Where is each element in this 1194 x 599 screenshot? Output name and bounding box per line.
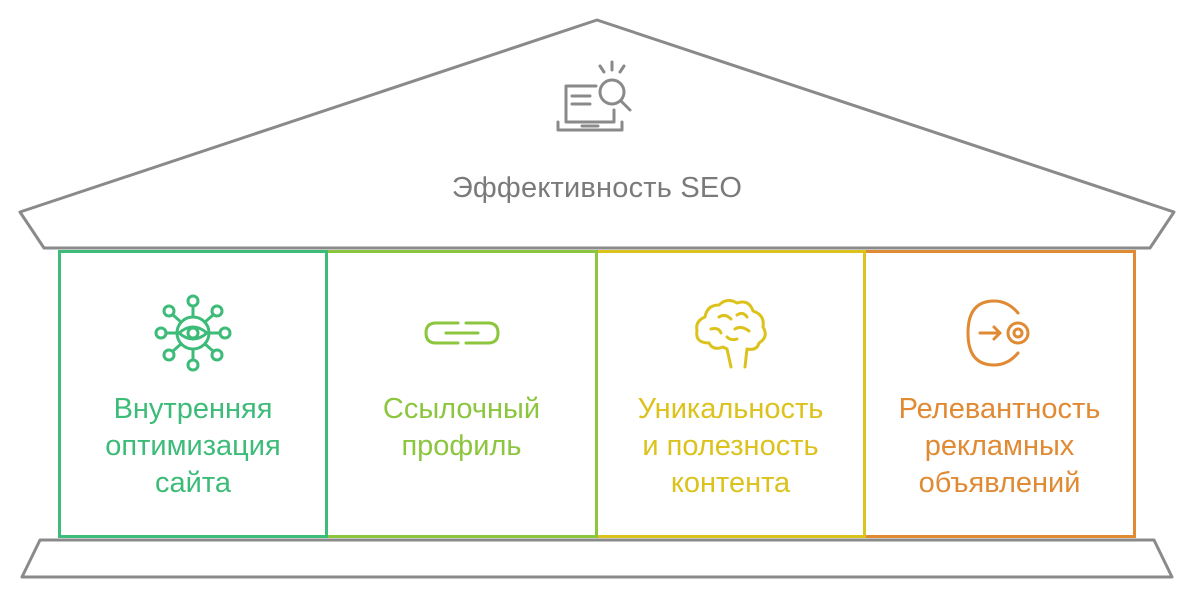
pillar-onpage-optimization: Внутренняя оптимизация сайта <box>58 250 328 538</box>
pillar-label: Ссылочный профиль <box>382 393 541 462</box>
pillar-content-quality: Уникальность и полезность контента <box>598 250 866 538</box>
diagram-title: Эффективность SEO <box>451 172 743 204</box>
temple-roof <box>18 18 1176 250</box>
pillar-link-profile: Ссылочный профиль <box>328 250 598 538</box>
pillar-label: Релевантность рекламных объявлений <box>898 393 1101 499</box>
chain-link-icon <box>423 321 500 345</box>
seo-laptop-search-icon <box>556 60 632 132</box>
brain-head-icon <box>694 298 767 369</box>
temple-base <box>20 538 1174 579</box>
pillar-label: Внутренняя оптимизация сайта <box>105 393 281 499</box>
arrow-target-icon <box>966 299 1029 367</box>
pillar-label: Уникальность и полезность контента <box>637 393 824 499</box>
eye-network-icon <box>154 294 232 372</box>
pillar-ad-relevance: Релевантность рекламных объявлений <box>866 250 1136 538</box>
